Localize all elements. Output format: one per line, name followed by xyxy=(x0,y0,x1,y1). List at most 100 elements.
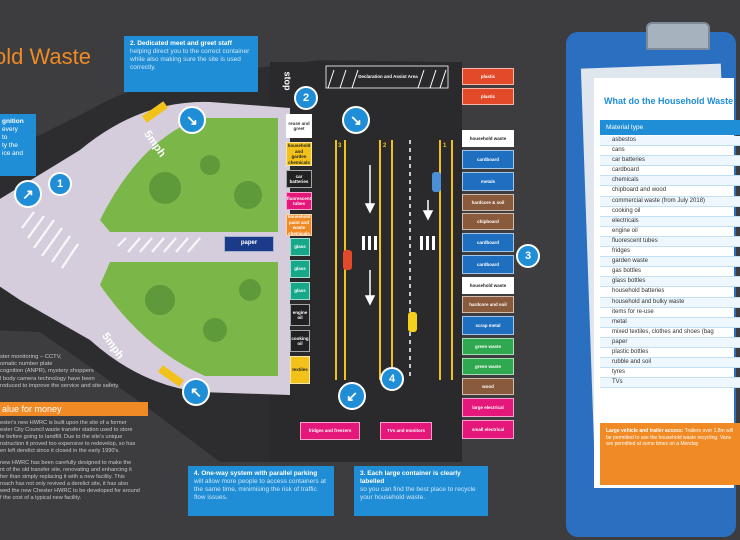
container-plastic: plastic xyxy=(462,68,514,85)
callout-one-way-heading: 4. One-way system with parallel parking xyxy=(194,470,318,477)
lane-number: 2 xyxy=(383,143,387,149)
tree xyxy=(200,155,220,175)
value-line: roach has not only revived a derelict si… xyxy=(0,481,129,487)
stop-label: stop xyxy=(282,71,293,91)
grass-upper xyxy=(100,118,278,232)
direction-arrow-icon: ↘ xyxy=(342,106,370,134)
container-glass: glass xyxy=(290,260,310,278)
security-text: ster monitoring – CCTV, omatic number pl… xyxy=(0,354,140,390)
value-line: ester City Council waste transfer statio… xyxy=(0,427,133,433)
value-line: f the cost of a typical new facility. xyxy=(0,495,82,501)
material-item: TVs xyxy=(600,378,740,389)
container-hardcore-soil: hardcore & soil xyxy=(462,194,514,211)
container-car-batteries: car batteries xyxy=(286,170,312,188)
material-item: commercial waste (from July 2018) xyxy=(600,196,740,207)
value-line: her than simply replacing it with a new … xyxy=(0,474,125,480)
value-line: wed the new Chester HWRC to be developed… xyxy=(0,488,140,494)
material-item: garden waste xyxy=(600,257,740,268)
container-household-waste: household waste xyxy=(462,277,514,294)
material-item: chemicals xyxy=(600,176,740,187)
container-reuse-greet: reuse and greet xyxy=(286,114,312,138)
lane-number: 3 xyxy=(338,143,342,149)
security-line: cognition (ANPR), mystery shoppers xyxy=(0,368,94,375)
container-household-waste: household waste xyxy=(462,130,514,147)
material-item: tyres xyxy=(600,368,740,379)
declaration-label: Declaration and Assist Area xyxy=(358,74,418,79)
container-green-waste: green waste xyxy=(462,338,514,355)
material-item: asbestos xyxy=(600,136,740,147)
container-paper: paper xyxy=(224,236,274,252)
material-item: fridges xyxy=(600,247,740,258)
callout-meet-greet-body: helping direct you to the correct contai… xyxy=(130,48,250,71)
parking-area xyxy=(270,62,462,462)
container-textiles: textiles xyxy=(290,356,310,384)
security-line: ster monitoring – CCTV, xyxy=(0,354,62,360)
materials-list: asbestos cans car batteries cardboard ch… xyxy=(600,136,740,389)
marker-1: 1 xyxy=(48,172,72,196)
material-item: paper xyxy=(600,337,740,348)
security-line: l body camera technology have been xyxy=(0,375,95,382)
material-item: rubble and soil xyxy=(600,358,740,369)
direction-arrow-icon: ↗ xyxy=(14,180,42,208)
materials-heading: What do the Household Waste xyxy=(604,96,734,106)
callout-labelled: 3. Each large container is clearly label… xyxy=(354,466,488,516)
container-plastic: plastic xyxy=(462,88,514,105)
tree xyxy=(149,172,181,204)
tree xyxy=(145,285,175,315)
callout-labelled-heading: 3. Each large container is clearly label… xyxy=(360,470,461,485)
tree xyxy=(239,279,261,301)
container-engine-oil: engine oil xyxy=(290,304,310,326)
material-item: car batteries xyxy=(600,156,740,167)
hatched-area xyxy=(21,211,201,269)
callout-anpr-heading: gnition xyxy=(2,118,24,125)
container-cardboard: cardboard xyxy=(462,255,514,274)
lane-number: 1 xyxy=(443,143,447,149)
container-cardboard: cardboard xyxy=(462,233,514,252)
car xyxy=(408,312,417,332)
callout-meet-greet-heading: 2. Dedicated meet and greet staff xyxy=(130,40,232,47)
direction-arrow-icon: ↙ xyxy=(338,382,366,410)
security-line: omatic number plate xyxy=(0,361,53,368)
container-cardboard: cardboard xyxy=(462,150,514,169)
container-green-waste: green waste xyxy=(462,358,514,375)
tree xyxy=(203,318,227,342)
container-large-electrical: large electrical xyxy=(462,398,514,417)
material-item: glass bottles xyxy=(600,277,740,288)
page-title: old Waste xyxy=(0,44,92,69)
trailer-access-heading: Large vehicle and trailer access: xyxy=(606,428,684,434)
material-item: engine oil xyxy=(600,227,740,237)
speed-bump xyxy=(158,365,184,387)
material-item: gas bottles xyxy=(600,267,740,278)
value-line: nt of the old transfer site, renovating … xyxy=(0,467,132,473)
speed-bump xyxy=(142,101,168,123)
callout-anpr-line: ty the xyxy=(2,142,18,149)
value-line: ester's new HWRC is built upon the site … xyxy=(0,420,127,426)
material-item: chipboard and wood xyxy=(600,186,740,197)
callout-one-way-body: will allow more people to access contain… xyxy=(194,478,326,501)
direction-arrow-icon: ↘ xyxy=(178,106,206,134)
value-line: en left derelict since it closed in the … xyxy=(0,448,120,454)
material-item: cans xyxy=(600,146,740,157)
container-cooking-oil: cooking oil xyxy=(290,330,310,352)
value-line: new HWRC has been carefully designed to … xyxy=(0,460,132,466)
container-glass: glass xyxy=(290,238,310,256)
container-garden-chemicals: household and garden chemicals xyxy=(286,142,312,166)
value-line: nstruction it proved too expensive to re… xyxy=(0,441,136,447)
container-fridges-freezers: fridges and freezers xyxy=(300,422,360,440)
trailer-access-body: Trailers over 1.8m will be permitted to … xyxy=(606,428,734,447)
container-household-paint: household paint and waste chemicals xyxy=(286,214,312,236)
container-chipboard: chipboard xyxy=(462,213,514,230)
material-item: cardboard xyxy=(600,166,740,177)
material-item: household batteries xyxy=(600,287,740,298)
declaration-hatch xyxy=(327,69,447,89)
value-heading-text: alue for money xyxy=(2,404,62,414)
site-plan xyxy=(0,60,462,462)
direction-arrow-icon: ↖ xyxy=(182,378,210,406)
marker-4: 4 xyxy=(380,367,404,391)
trailer-access-note: Large vehicle and trailer access: Traile… xyxy=(600,423,740,485)
crossing xyxy=(362,236,435,250)
container-tvs-monitors: TVs and monitors xyxy=(380,422,432,440)
grass-lower xyxy=(100,262,278,376)
container-wood: wood xyxy=(462,378,514,395)
container-hardcore-soil: hardcore and soil xyxy=(462,296,514,313)
